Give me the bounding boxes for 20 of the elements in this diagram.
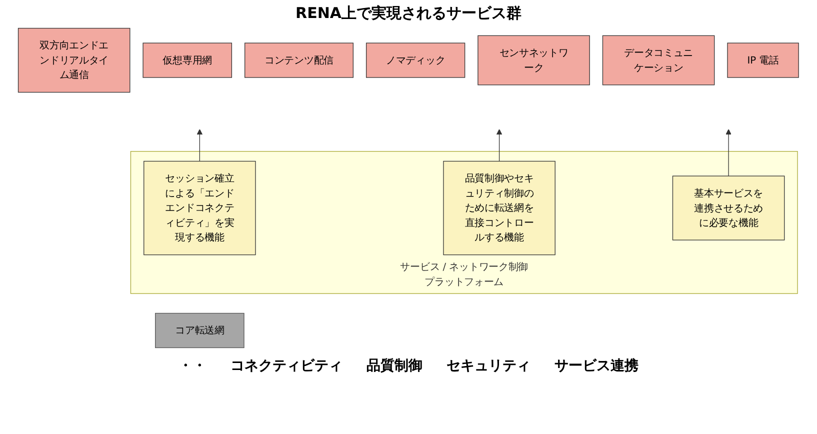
node-box: 品質制御やセキュリティ制御のために転送網を直接コントロールする機能 xyxy=(443,160,556,256)
arrow xyxy=(726,129,732,176)
arrow xyxy=(496,129,502,162)
node-box: ノマディック xyxy=(366,42,466,78)
node-box: 仮想専用網 xyxy=(142,42,232,78)
node-box: コンテンツ配信 xyxy=(244,42,354,78)
label-text: コネクティビティ xyxy=(230,357,342,375)
node-box: データコミュニケーション xyxy=(602,35,715,86)
diagram-title: RENA上で実現されるサービス群 xyxy=(294,4,522,23)
node-box: コア転送網 xyxy=(155,312,244,348)
node-box: 基本サービスを連携させるために必要な機能 xyxy=(672,176,785,240)
node-box: 双方向エンドエンドリアルタイム通信 xyxy=(18,28,130,93)
label-text: 品質制御 xyxy=(366,357,422,375)
label-text: サービス連携 xyxy=(554,357,638,375)
node-box: センサネットワーク xyxy=(478,35,590,86)
label-text: セキュリティ xyxy=(446,357,530,375)
node-box: IP 電話 xyxy=(727,42,799,78)
arrow xyxy=(196,129,203,162)
node-box: セッション確立による「エンドエンドコネクティビティ」を実現する機能 xyxy=(144,160,256,256)
label-text: ・・ xyxy=(178,357,206,375)
